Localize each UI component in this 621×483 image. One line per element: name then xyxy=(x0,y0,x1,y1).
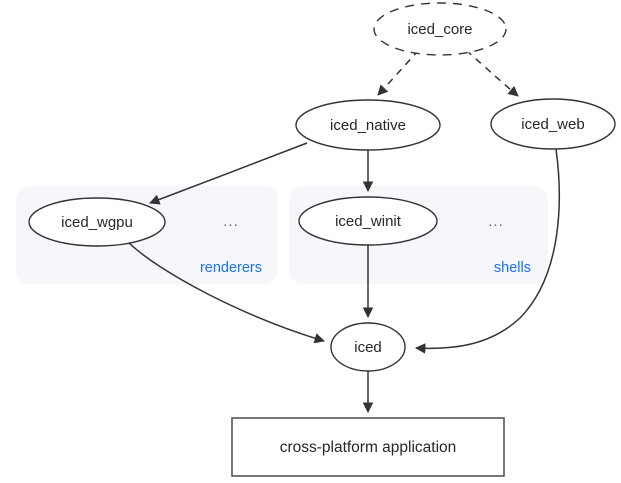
cluster-shells-label: shells xyxy=(494,260,531,276)
node-iced-shape[interactable] xyxy=(330,322,406,372)
node-iced_native-label: iced_native xyxy=(330,117,406,134)
cluster-renderers-label: renderers xyxy=(200,260,262,276)
node-application-shape[interactable] xyxy=(231,417,505,477)
node-iced_winit[interactable]: iced_winit xyxy=(298,196,438,246)
node-application-label: cross-platform application xyxy=(280,439,457,456)
edge-iced_wgpu-to-iced xyxy=(127,241,326,344)
edge-iced_native-to-iced_wgpu xyxy=(149,142,308,205)
edge-layer xyxy=(127,49,561,414)
node-iced_core-label: iced_core xyxy=(407,21,472,38)
edge-iced_core-to-iced_web xyxy=(465,49,519,97)
node-iced_core-shape[interactable] xyxy=(373,2,507,56)
node-iced_web-shape[interactable] xyxy=(490,98,616,150)
node-iced-label: iced xyxy=(354,339,382,356)
node-iced_winit-shape[interactable] xyxy=(298,196,438,246)
edge-iced_core-to-iced_native xyxy=(377,49,420,96)
node-iced_wgpu-label: iced_wgpu xyxy=(61,214,133,231)
edge-iced_web-to-iced xyxy=(414,148,561,354)
node-iced[interactable]: iced xyxy=(330,322,406,372)
node-iced_native-shape[interactable] xyxy=(295,99,441,151)
cluster-renderers-ellipsis: ... xyxy=(223,213,239,230)
node-iced_native[interactable]: iced_native xyxy=(295,99,441,151)
node-iced_web-label: iced_web xyxy=(521,116,584,133)
node-iced_winit-label: iced_winit xyxy=(335,213,402,230)
node-application[interactable]: cross-platform application xyxy=(231,417,505,477)
node-iced_core[interactable]: iced_core xyxy=(373,2,507,56)
node-iced_wgpu-shape[interactable] xyxy=(28,197,166,247)
node-iced_wgpu[interactable]: iced_wgpu xyxy=(28,197,166,247)
node-iced_web[interactable]: iced_web xyxy=(490,98,616,150)
cluster-shells-ellipsis: ... xyxy=(488,213,504,230)
